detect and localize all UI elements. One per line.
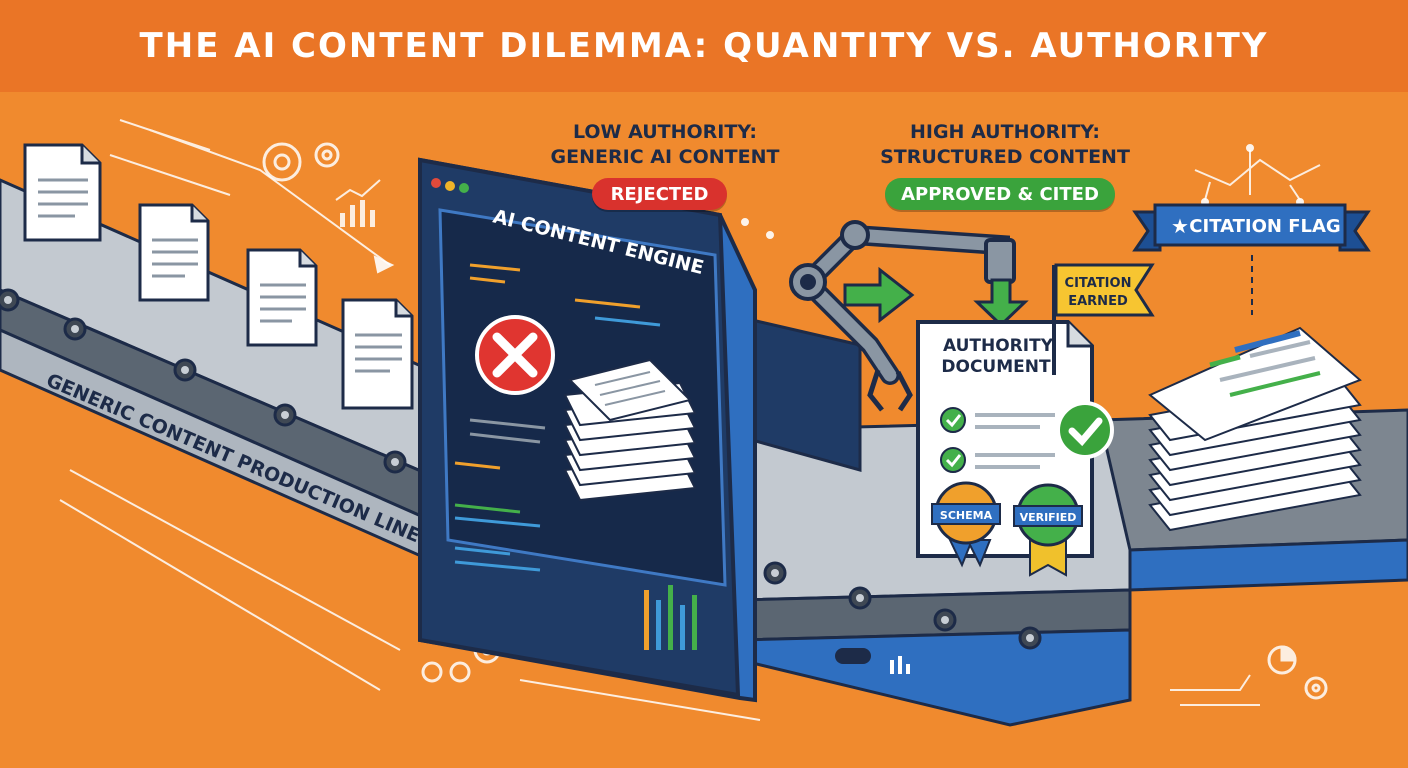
- low-heading-line2: GENERIC AI CONTENT: [550, 146, 780, 168]
- low-authority-heading: LOW AUTHORITY: GENERIC AI CONTENT: [530, 120, 800, 170]
- cited-paper-stack: [1148, 326, 1362, 532]
- document-icon: [246, 248, 318, 347]
- flag-line2: EARNED: [1068, 294, 1128, 309]
- rejected-badge: REJECTED: [592, 178, 727, 210]
- level-bars: [644, 585, 697, 650]
- decorative-lines: [59, 119, 1321, 721]
- paper-stack-icon: [563, 358, 697, 502]
- high-heading-line2: STRUCTURED CONTENT: [880, 146, 1130, 168]
- ribbon-label: CITATION FLAG: [1189, 216, 1340, 237]
- ai-content-engine: AI CONTENT ENGINE: [418, 157, 757, 703]
- title-banner: THE AI CONTENT DILEMMA: QUANTITY VS. AUT…: [0, 0, 1408, 92]
- verified-seal: VERIFIED: [1013, 483, 1083, 577]
- document-title-line2: DOCUMENT: [941, 357, 1051, 377]
- flag-line1: CITATION: [1065, 276, 1132, 291]
- window-dots: [431, 178, 469, 193]
- authority-document: AUTHORITY DOCUMENT SCHEMA: [916, 320, 1114, 577]
- small-arrow-icon: [373, 255, 395, 274]
- arrow-right-icon: [843, 266, 915, 324]
- check-circle-icon: [940, 407, 966, 433]
- high-authority-heading: HIGH AUTHORITY: STRUCTURED CONTENT: [860, 120, 1150, 170]
- citation-earned-flag: CITATION EARNED: [1052, 263, 1155, 375]
- document-icon: [23, 143, 102, 242]
- gear-icon: [1304, 676, 1328, 700]
- high-heading-line1: HIGH AUTHORITY:: [909, 121, 1100, 143]
- gear-icon: [262, 142, 340, 182]
- document-icon: [341, 298, 414, 410]
- arrow-down-icon: [973, 278, 1029, 328]
- approved-cited-badge: APPROVED & CITED: [885, 178, 1115, 210]
- seal-verified-label: VERIFIED: [1020, 511, 1077, 524]
- page-title: THE AI CONTENT DILEMMA: QUANTITY VS. AUT…: [139, 26, 1269, 66]
- document-icon: [138, 203, 210, 302]
- citation-flag-ribbon: ★ CITATION FLAG: [1132, 203, 1371, 315]
- robot-arm: [789, 220, 1016, 412]
- seal-schema-label: SCHEMA: [940, 509, 993, 522]
- approve-check-icon: [1056, 401, 1114, 459]
- reject-x-icon: [475, 315, 555, 395]
- pie-chart-icon: [1267, 645, 1297, 675]
- star-icon: ★: [1171, 214, 1189, 238]
- bar-chart-icon: [335, 179, 381, 227]
- document-title-line1: AUTHORITY: [943, 336, 1054, 356]
- check-circle-icon: [940, 447, 966, 473]
- schema-seal: SCHEMA: [931, 481, 1001, 568]
- low-heading-line1: LOW AUTHORITY:: [572, 121, 758, 143]
- status-light: [835, 648, 871, 664]
